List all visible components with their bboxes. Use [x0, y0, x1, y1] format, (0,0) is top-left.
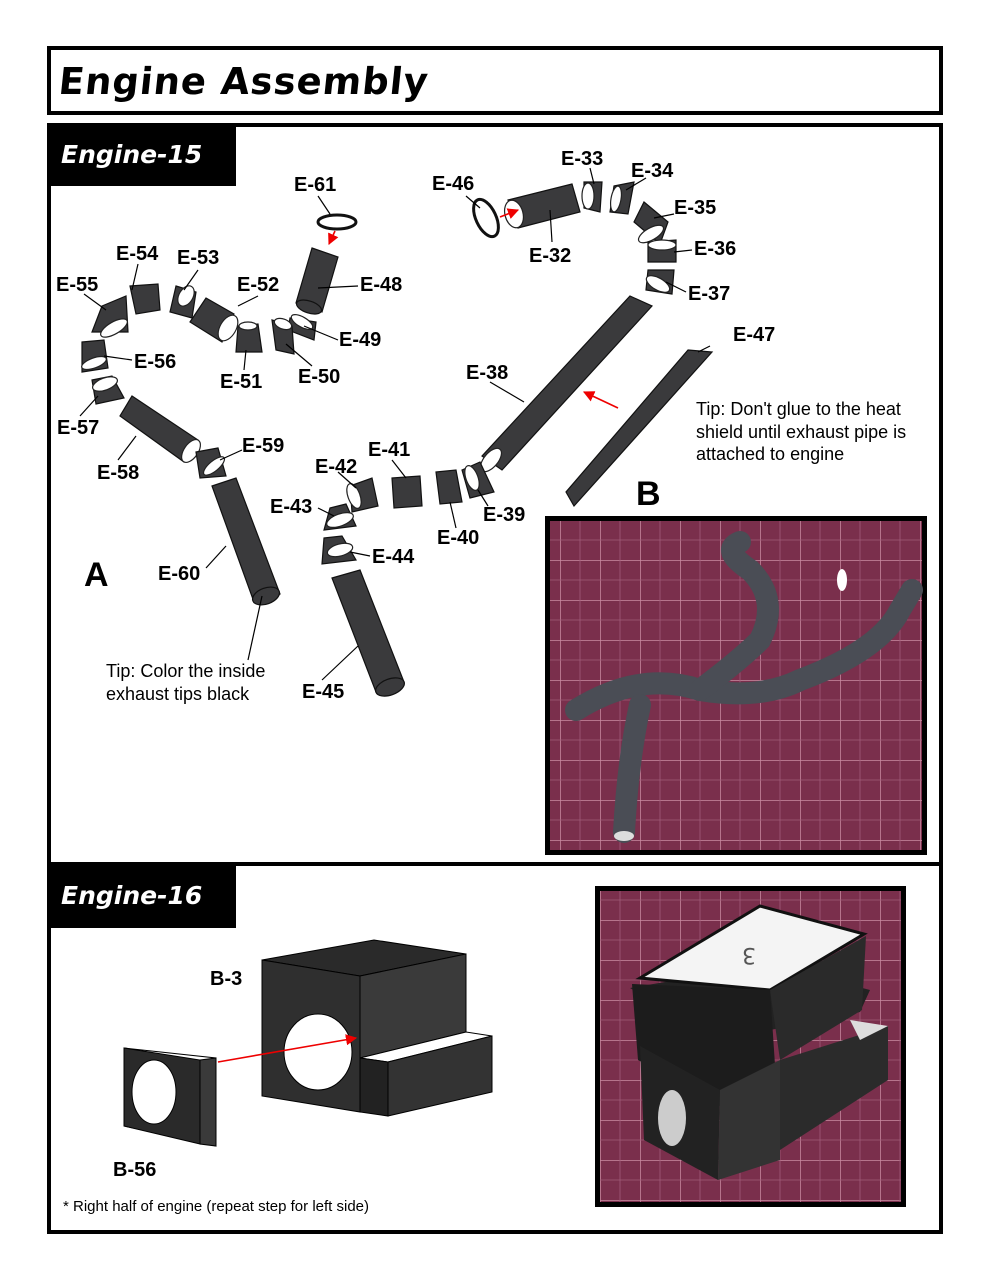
label-e44: E-44	[372, 546, 415, 568]
label-e45: E-45	[302, 681, 344, 703]
pipe-parts-group-a	[81, 213, 358, 606]
pipe-parts-group-b	[321, 181, 714, 697]
label-e56: E-56	[134, 351, 176, 373]
label-e35: E-35	[674, 197, 716, 219]
label-e38: E-38	[466, 362, 508, 384]
tip-b-line-2: shield until exhaust pipe is	[696, 422, 906, 442]
label-e36: E-36	[694, 238, 736, 260]
label-e58: E-58	[97, 462, 139, 484]
tip-a-line-2: exhaust tips black	[106, 684, 250, 704]
label-e54: E-54	[116, 243, 159, 265]
label-e39: E-39	[483, 504, 525, 526]
part-e46-ring	[472, 197, 500, 239]
label-e41: E-41	[368, 439, 410, 461]
note-right-half: * Right half of engine (repeat step for …	[63, 1198, 369, 1215]
label-e49: E-49	[339, 329, 381, 351]
arrow-e61	[328, 230, 339, 246]
label-e47: E-47	[733, 324, 775, 346]
label-e48: E-48	[360, 274, 402, 296]
label-e59: E-59	[242, 435, 284, 457]
label-e33: E-33	[561, 148, 603, 170]
label-e37: E-37	[688, 283, 730, 305]
engine-block-diagram	[123, 939, 493, 1147]
part-e61-ring	[316, 213, 358, 231]
label-e60: E-60	[158, 563, 200, 585]
label-e53: E-53	[177, 247, 219, 269]
section-label-engine-15: Engine-15	[51, 127, 236, 186]
part-e40	[435, 469, 463, 505]
label-e61: E-61	[294, 174, 336, 196]
label-b56: B-56	[113, 1159, 156, 1181]
label-e40: E-40	[437, 527, 479, 549]
label-e32: E-32	[529, 245, 571, 267]
label-e34: E-34	[631, 160, 674, 182]
part-labels: E-61 E-46 E-33 E-34 E-35 E-36 E-32 E-54 …	[56, 148, 775, 703]
part-e38	[481, 295, 654, 471]
tip-b-line-1: Tip: Don't glue to the heat	[696, 399, 901, 419]
section-label-engine-16: Engine-16	[51, 866, 236, 928]
label-e52: E-52	[237, 274, 279, 296]
part-e48	[295, 247, 339, 313]
part-e41	[391, 475, 423, 509]
group-label-b: B	[636, 475, 661, 513]
title-box: Engine Assembly	[47, 46, 943, 115]
label-e42: E-42	[315, 456, 357, 478]
part-e45	[331, 569, 405, 693]
photo-assembled-exhaust	[545, 516, 927, 855]
part-e47	[565, 349, 714, 508]
leader-lines	[79, 167, 711, 681]
label-e57: E-57	[57, 417, 99, 439]
label-b3: B-3	[210, 968, 242, 990]
tip-a-line-1: Tip: Color the inside	[106, 661, 265, 681]
photo-engine-block: 3	[595, 886, 906, 1207]
tip-b-line-3: attached to engine	[696, 444, 844, 464]
label-e46: E-46	[432, 173, 474, 195]
part-e60	[211, 477, 281, 603]
part-e54	[129, 283, 161, 315]
section-engine-16: Engine-16	[47, 862, 943, 1234]
group-label-a: A	[84, 556, 109, 594]
label-e51: E-51	[220, 371, 262, 393]
label-e55: E-55	[56, 274, 98, 296]
label-e43: E-43	[270, 496, 312, 518]
photo-marking: 3	[742, 942, 756, 967]
label-e50: E-50	[298, 366, 340, 388]
